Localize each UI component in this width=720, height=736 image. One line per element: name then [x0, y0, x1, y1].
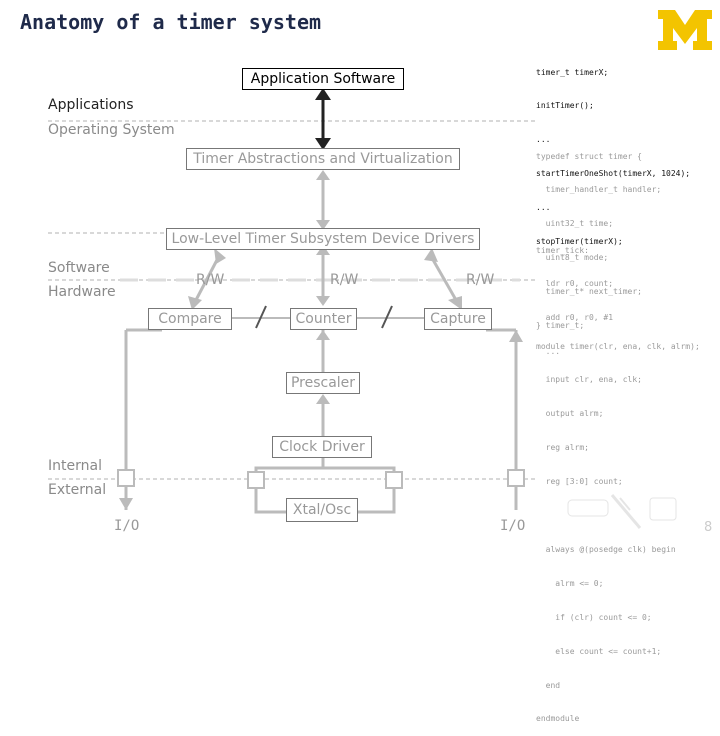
application-software-box: Application Software: [242, 68, 404, 90]
capture-box: Capture: [424, 308, 492, 330]
rw-label-compare: R/W: [196, 272, 225, 288]
io-label-right: I/O: [500, 518, 526, 534]
timer-abstractions-box: Timer Abstractions and Virtualization: [186, 148, 460, 170]
software-layer-label: Software: [48, 260, 110, 276]
block-m-logo: [658, 10, 712, 50]
external-layer-label: External: [48, 482, 107, 498]
typedef-code: typedef struct timer { timer_handler_t h…: [536, 151, 662, 331]
rw-label-capture: R/W: [466, 272, 495, 288]
compare-box: Compare: [148, 308, 232, 330]
clock-driver-box: Clock Driver: [272, 436, 372, 458]
io-label-left: I/O: [114, 518, 140, 534]
page-title: Anatomy of a timer system: [20, 10, 322, 34]
verilog-code: module timer(clr, ena, clk, alrm); input…: [536, 341, 700, 724]
asm-code: timer_tick: ldr r0, count; add r0, r0, #…: [536, 245, 614, 357]
xtal-osc-box: Xtal/Osc: [286, 498, 358, 522]
internal-layer-label: Internal: [48, 458, 102, 474]
rw-label-counter: R/W: [330, 272, 359, 288]
applications-layer-label: Applications: [48, 97, 134, 113]
low-level-drivers-box: Low-Level Timer Subsystem Device Drivers: [166, 228, 480, 250]
counter-box: Counter: [290, 308, 357, 330]
app-calls-code: timer_t timerX; initTimer(); ... startTi…: [536, 67, 691, 247]
hardware-layer-label: Hardware: [48, 284, 116, 300]
diagram-connectors: [48, 88, 677, 529]
page-number: 8: [704, 520, 713, 535]
operating-system-layer-label: Operating System: [48, 122, 175, 138]
prescaler-box: Prescaler: [286, 372, 360, 394]
